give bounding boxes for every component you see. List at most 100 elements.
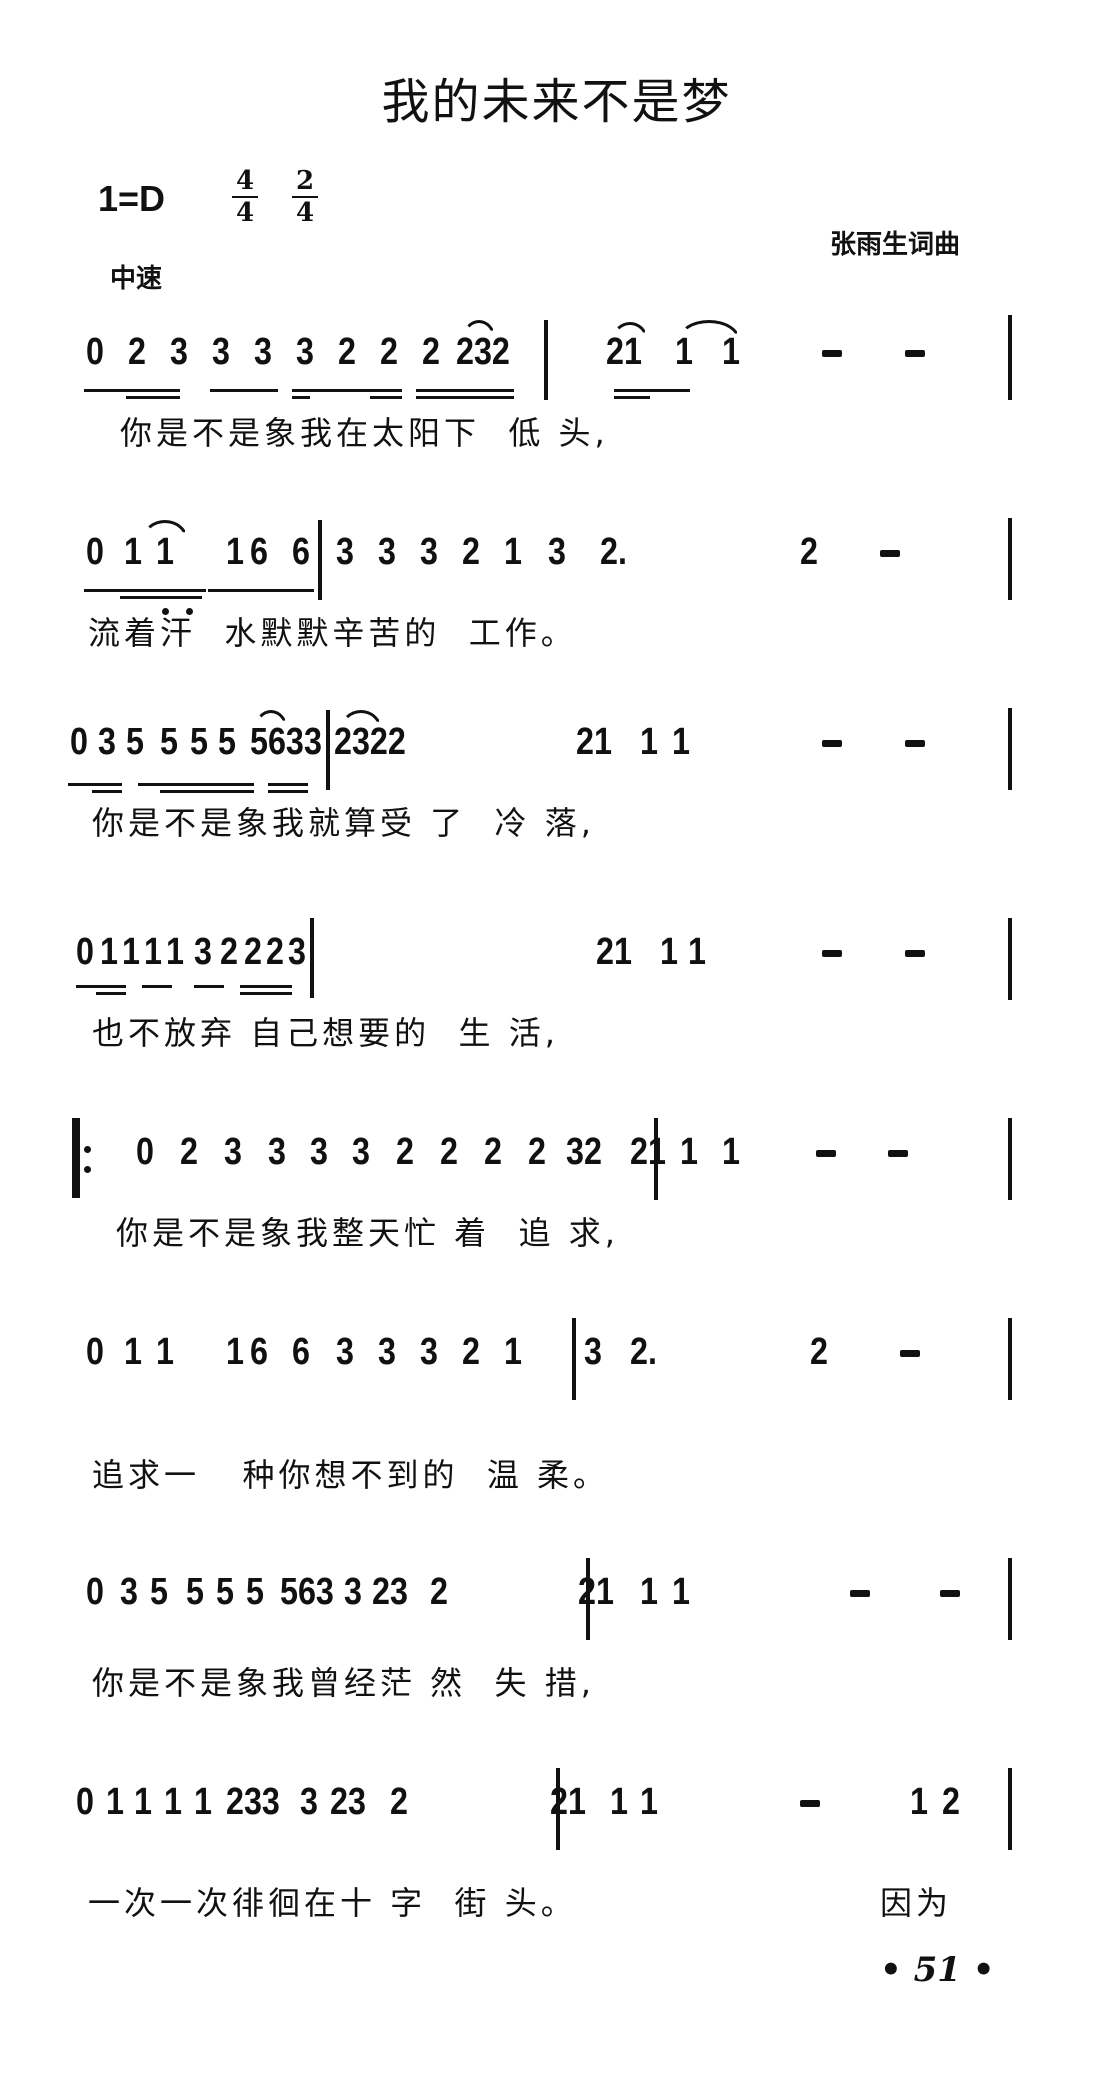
note: 2 — [390, 1781, 408, 1823]
note: 1 — [226, 1331, 244, 1373]
note: 1 — [504, 1331, 522, 1373]
note: 1 — [100, 931, 118, 973]
note: 1 — [640, 1781, 658, 1823]
extension-dash — [822, 950, 842, 957]
note: 21 — [576, 721, 612, 763]
low-octave-dot — [162, 608, 169, 615]
note: 21 — [630, 1131, 666, 1173]
note: 3 — [344, 1571, 362, 1613]
note: 1 — [106, 1781, 124, 1823]
slur — [340, 710, 382, 730]
extension-dash — [905, 950, 925, 957]
note: 3 — [420, 1331, 438, 1373]
underline — [614, 396, 650, 399]
note: 1 — [672, 721, 690, 763]
note: 1 — [156, 1331, 174, 1373]
note: 2 — [810, 1331, 828, 1373]
note: 0 — [70, 721, 88, 763]
underline — [240, 992, 292, 995]
lyrics-line: 你是不是象我整天忙 着 追 求, — [116, 1214, 619, 1252]
underline — [202, 790, 254, 793]
underline — [120, 596, 202, 599]
barline — [318, 520, 322, 600]
note: 5 — [218, 721, 236, 763]
extension-dash — [940, 1590, 960, 1597]
extension-dash — [822, 740, 842, 747]
underline — [248, 589, 314, 592]
note: 5 — [216, 1571, 234, 1613]
note: 5 — [160, 721, 178, 763]
note: 2 — [528, 1131, 546, 1173]
note: 3 — [352, 1131, 370, 1173]
note: 3 — [336, 531, 354, 573]
note: 1 — [610, 1781, 628, 1823]
note: 2 — [244, 931, 262, 973]
underline — [268, 783, 308, 786]
note: 1 — [194, 1781, 212, 1823]
notes-line: 0 1 1 1 1 3 2 2 2 3 — [0, 890, 1113, 1000]
underline — [160, 790, 202, 793]
note: 3 — [224, 1131, 242, 1173]
underline — [614, 389, 690, 392]
note: 1 — [124, 1331, 142, 1373]
note: 2 — [338, 331, 356, 373]
underline — [138, 783, 202, 786]
note: 3 — [296, 331, 314, 373]
note: 6 — [292, 531, 310, 573]
note: 32 — [566, 1131, 602, 1173]
note: 1 — [164, 1781, 182, 1823]
key-signature: 1=D — [98, 178, 166, 219]
underline — [140, 589, 206, 592]
slur — [462, 320, 496, 340]
extension-dash — [850, 1590, 870, 1597]
note: 563 — [280, 1571, 334, 1613]
note: 1 — [660, 931, 678, 973]
note: 5 — [186, 1571, 204, 1613]
notes-line: 0 2 3 3 3 3 2 2 2 232 21 1 1 — [0, 290, 1113, 400]
note: 1 — [156, 531, 174, 573]
note: 23 — [330, 1781, 366, 1823]
note: 2 — [942, 1781, 960, 1823]
note: 3 — [378, 1331, 396, 1373]
page-number: • 51 • — [880, 1950, 995, 1990]
note: 21 — [578, 1571, 614, 1613]
song-title: 我的未来不是梦 — [381, 74, 732, 130]
barline — [654, 1118, 658, 1200]
note: 2 — [462, 1331, 480, 1373]
barline — [1008, 1318, 1012, 1400]
note: 3 — [120, 1571, 138, 1613]
note: 1 — [144, 931, 162, 973]
slur — [612, 322, 648, 340]
note: 2. — [600, 531, 627, 573]
barline — [1008, 315, 1012, 400]
staff-system-7: 你是不是象我曾经茫 然 失 措, — [0, 1530, 1113, 1730]
repeat-dot — [84, 1146, 91, 1153]
note: 2 — [800, 531, 818, 573]
note: 3 — [584, 1331, 602, 1373]
underline — [292, 389, 402, 392]
underline — [416, 389, 514, 392]
note: 5 — [126, 721, 144, 763]
lyrics-line: 你是不是象我在太阳下 低 头, — [120, 414, 609, 452]
low-octave-dot — [186, 608, 193, 615]
note: 21 — [596, 931, 632, 973]
note: 1 — [640, 1571, 658, 1613]
staff-system-1: 0 2 3 3 3 3 2 2 2 232 21 1 1 你是不是象我在太阳下 … — [0, 290, 1113, 490]
repeat-start-barline — [72, 1118, 80, 1198]
note: 3 — [378, 531, 396, 573]
composer-credit: 张雨生词曲 — [830, 230, 961, 260]
note: 0 — [76, 1781, 94, 1823]
staff-system-3: 0 3 5 5 5 5 563 3 2322 你是不是象我就算受 了 冷 落, — [0, 680, 1113, 880]
lyrics-line: 也不放弃 自己想要的 生 活, — [92, 1014, 559, 1052]
slur — [142, 520, 188, 540]
underline — [68, 783, 122, 786]
note: 3 — [288, 931, 306, 973]
staff-system-5: 你是不是象我整天忙 着 追 求, — [0, 1090, 1113, 1290]
underline — [194, 985, 224, 988]
note: 2 — [266, 931, 284, 973]
